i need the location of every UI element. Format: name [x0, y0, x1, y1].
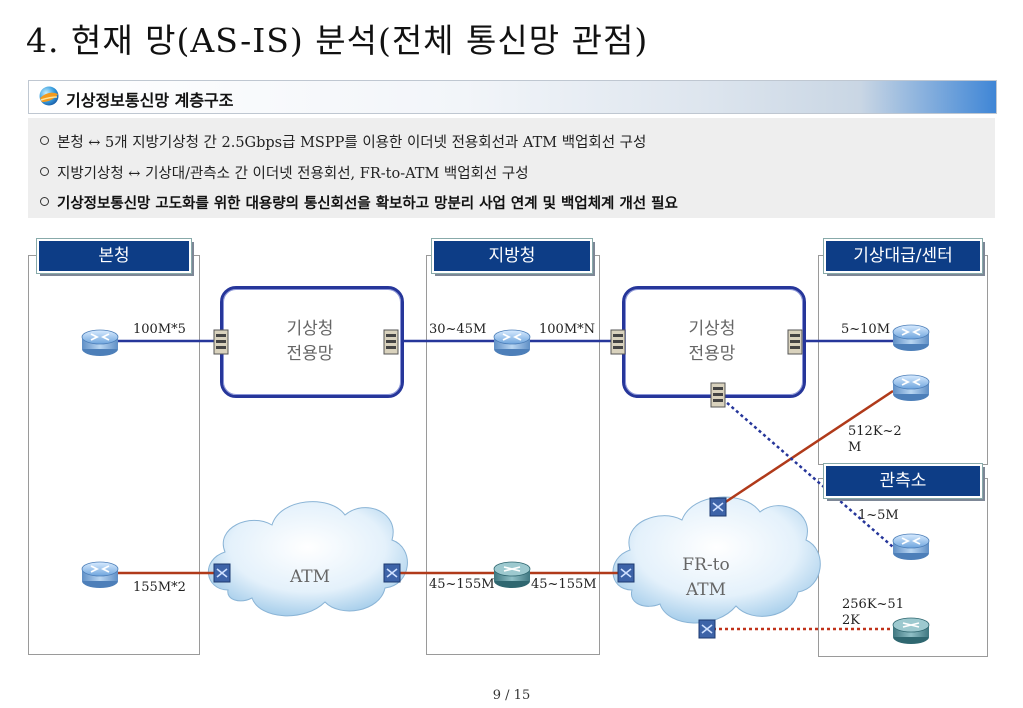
switch-icon [213, 329, 229, 355]
zone-header-regional: 지방청 [431, 238, 593, 274]
zone-header-hq: 본청 [36, 238, 192, 274]
zone-regional [426, 255, 600, 655]
kma-network-box-1 [220, 286, 404, 398]
atm-switch-icon [617, 563, 635, 583]
router-icon [81, 329, 119, 356]
atm-router-icon [493, 561, 531, 588]
bullet-text: 기상정보통신망 고도화를 위한 대용량의 통신회선을 확보하고 망분리 사업 연… [57, 196, 678, 212]
link-label: 5~10M [841, 322, 891, 337]
bullet-dot-icon [40, 167, 49, 176]
atm-network-label: ATM [289, 567, 331, 587]
backup-links [118, 389, 894, 575]
atm-switch-icon [709, 497, 727, 517]
globe-icon [39, 86, 59, 106]
bullet-dot-icon [40, 197, 49, 206]
atm-router-icon [892, 617, 930, 644]
link-label: 100M*N [539, 322, 595, 337]
link-label: 100M*5 [133, 322, 186, 337]
zone-hq [28, 255, 200, 655]
bullet-text: 본청 ↔ 5개 지방기상청 간 2.5Gbps급 MSPP를 이용한 이더넷 전… [57, 135, 647, 151]
link-label: 1~5M [858, 508, 899, 523]
bullet-item: 본청 ↔ 5개 지방기상청 간 2.5Gbps급 MSPP를 이용한 이더넷 전… [40, 131, 646, 152]
router-icon [81, 561, 119, 588]
link-label: 256K~51 2K [842, 597, 904, 628]
bullet-dot-icon [40, 136, 49, 145]
bullet-item: 기상정보통신망 고도화를 위한 대용량의 통신회선을 확보하고 망분리 사업 연… [40, 192, 678, 213]
switch-icon [610, 329, 626, 355]
dotted-links [707, 394, 894, 631]
bullets-panel [28, 118, 995, 218]
router-icon [892, 374, 930, 401]
atm-cloud [207, 501, 408, 617]
fr-atm-cloud [612, 496, 821, 624]
zone-header-station: 기상대급/센터 [823, 238, 983, 274]
atm-switch-icon [213, 563, 231, 583]
kma-network-label-1: 기상청 전용망 [286, 319, 334, 364]
page-title: 4. 현재 망(AS-IS) 분석(전체 통신망 관점) [26, 21, 649, 60]
link-label: 30~45M [429, 322, 487, 337]
bullet-item: 지방기상청 ↔ 기상대/관측소 간 이더넷 전용회선, FR-to-ATM 백업… [40, 162, 529, 183]
link-label: 512K~2 M [848, 424, 902, 455]
atm-switch-icon [383, 563, 401, 583]
zone-station [818, 255, 988, 465]
switch-icon [383, 329, 399, 355]
router-icon [892, 324, 930, 351]
kma-network-label-2: 기상청 전용망 [688, 319, 736, 364]
router-icon [892, 533, 930, 560]
zone-header-observatory: 관측소 [823, 463, 983, 499]
link-label: 155M*2 [133, 580, 186, 595]
router-icon [493, 329, 531, 356]
link-label: 45~155M [531, 577, 597, 592]
atm-switch-icon [698, 619, 716, 639]
bullet-text: 지방기상청 ↔ 기상대/관측소 간 이더넷 전용회선, FR-to-ATM 백업… [57, 166, 529, 182]
section-title: 기상정보통신망 계층구조 [66, 91, 234, 110]
fr-atm-network-label: FR-to ATM [682, 555, 730, 600]
section-header-bar [28, 80, 997, 114]
page-number: 9 / 15 [492, 688, 531, 703]
switch-icon [710, 382, 726, 408]
link-label: 45~155M [429, 577, 495, 592]
switch-icon [787, 329, 803, 355]
